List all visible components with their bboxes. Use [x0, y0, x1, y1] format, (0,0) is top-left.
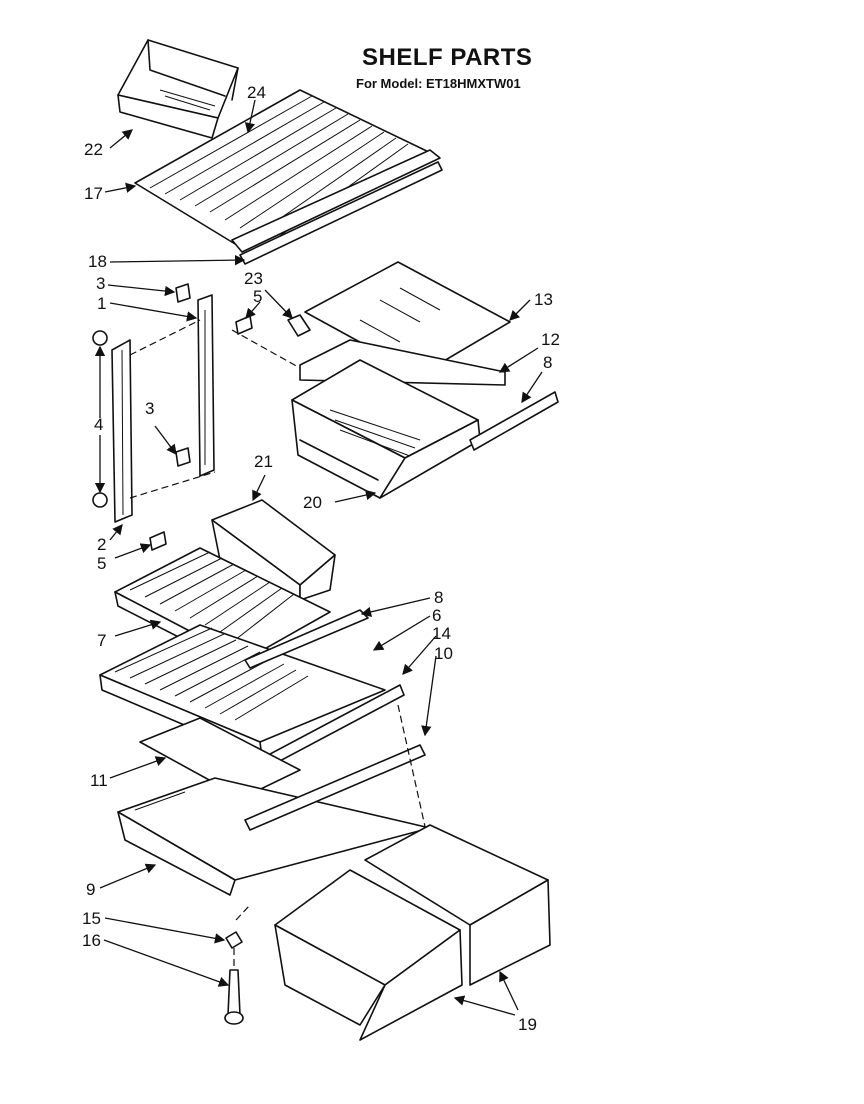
part-2-rail-left: [111, 339, 133, 523]
callout-4: 4: [94, 415, 103, 434]
callout-labels: 22 17 24 18 3 1 23 5 13 12 8 3 4 21 20 2…: [82, 83, 560, 1034]
callout-15: 15: [82, 909, 101, 928]
callout-10: 10: [434, 644, 453, 663]
callout-8b: 8: [434, 588, 443, 607]
callout-24: 24: [247, 83, 266, 102]
callout-8a: 8: [543, 353, 552, 372]
callout-22: 22: [84, 140, 103, 159]
part-3-screw-lower: [175, 447, 191, 467]
part-19-crisper-drawer-left: [274, 869, 463, 1041]
callout-23: 23: [244, 269, 263, 288]
callout-17: 17: [84, 184, 103, 203]
model-subtitle: For Model: ET18HMXTW01: [356, 76, 521, 91]
callout-20: 20: [303, 493, 322, 512]
part-11-crisper-cover-glass: [139, 717, 301, 799]
page-title: SHELF PARTS: [362, 44, 533, 71]
callout-12: 12: [541, 330, 560, 349]
part-14-shelf-main: [99, 609, 386, 759]
part-5-pin-lower: [149, 531, 167, 551]
part-20-meat-pan: [291, 339, 506, 499]
callout-5a: 5: [253, 287, 262, 306]
part-16-leveling-leg: [224, 969, 244, 1025]
callout-13: 13: [534, 290, 553, 309]
callout-11: 11: [90, 771, 108, 790]
part-17-wire-shelf: [134, 89, 443, 265]
leader-lines: [94, 99, 543, 1016]
callout-9: 9: [86, 880, 95, 899]
part-8-shelf-rod-upper: [469, 391, 559, 451]
callout-19: 19: [518, 1015, 537, 1034]
part-1-rail-right: [197, 294, 215, 477]
callout-5b: 5: [97, 554, 106, 573]
part-5-pin-upper: [235, 315, 253, 335]
part-19-crisper-drawer-right: [364, 824, 551, 986]
callout-1: 1: [97, 294, 106, 313]
part-3-screw-upper: [175, 283, 191, 303]
part-4-cap-upper: [92, 330, 108, 346]
part-9-crisper-frame: [117, 744, 431, 896]
part-15-leveling-cap: [225, 931, 243, 949]
callout-18: 18: [88, 252, 107, 271]
callout-16: 16: [82, 931, 101, 950]
callout-21: 21: [254, 452, 273, 471]
callout-3b: 3: [145, 399, 154, 418]
part-4-cap-lower: [92, 492, 108, 508]
callout-2: 2: [97, 535, 106, 554]
callout-7: 7: [97, 631, 106, 650]
callout-3a: 3: [96, 274, 105, 293]
part-22-door-bin: [117, 39, 239, 139]
callout-6: 6: [432, 606, 441, 625]
callout-14: 14: [432, 624, 451, 643]
